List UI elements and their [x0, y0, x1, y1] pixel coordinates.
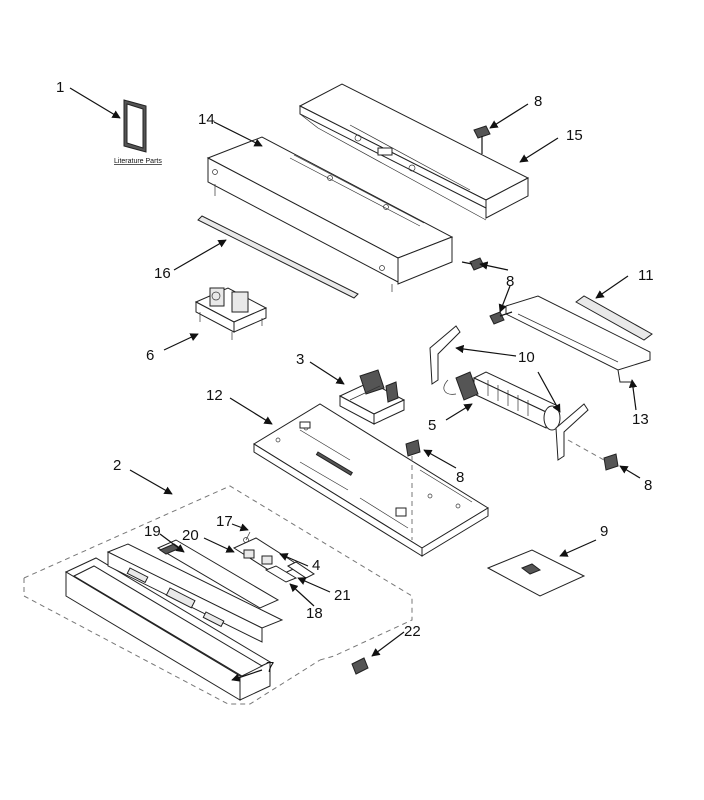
- callout-9: 9: [600, 523, 608, 540]
- callout-17: 17: [216, 513, 233, 530]
- callout-2: 2: [113, 457, 121, 474]
- part-9-pad[interactable]: [486, 549, 586, 597]
- leader-lines: [69, 87, 641, 682]
- part-15-cover[interactable]: [298, 83, 530, 221]
- part-7-panel[interactable]: [64, 557, 272, 701]
- part-10-brackets[interactable]: [429, 325, 589, 461]
- callout-8-fan: 8: [644, 477, 652, 494]
- callout-1: 1: [56, 79, 64, 96]
- callout-8-plate: 8: [456, 469, 464, 486]
- callout-12: 12: [206, 387, 223, 404]
- callout-11: 11: [638, 267, 654, 284]
- part-6-transformer[interactable]: [194, 287, 268, 340]
- callout-6: 6: [146, 347, 154, 364]
- callout-19: 19: [144, 523, 161, 540]
- screw-8-plate[interactable]: [405, 439, 421, 540]
- callout-7: 7: [266, 659, 274, 676]
- screw-8-fan[interactable]: [567, 439, 619, 471]
- control-board[interactable]: [106, 531, 315, 643]
- screw-8-top[interactable]: [473, 125, 491, 154]
- screw-8-bracket[interactable]: [489, 311, 513, 325]
- callout-20: 20: [182, 527, 199, 544]
- callout-labels: 1 2 3 4 5 6 7 8 8 8 8 9 10 11 12 13 14 1…: [56, 79, 654, 676]
- callout-5: 5: [428, 417, 436, 434]
- literature-parts[interactable]: Literature Parts: [114, 99, 162, 165]
- callout-8-top: 8: [534, 93, 542, 110]
- callout-18: 18: [306, 605, 323, 622]
- callout-4: 4: [312, 557, 320, 574]
- callout-15: 15: [566, 127, 583, 144]
- part-11-rail[interactable]: [575, 295, 653, 341]
- literature-label: Literature Parts: [114, 158, 162, 165]
- screw-22[interactable]: [351, 657, 369, 675]
- callout-3: 3: [296, 351, 304, 368]
- callout-13: 13: [632, 411, 649, 428]
- callout-8-mid: 8: [506, 273, 514, 290]
- part-12-baseplate[interactable]: [253, 403, 489, 557]
- part-16-strip[interactable]: [197, 215, 359, 299]
- callout-14: 14: [198, 111, 215, 128]
- part-14-chassis[interactable]: [206, 136, 454, 292]
- part-5-fan[interactable]: [443, 371, 561, 431]
- callout-22: 22: [404, 623, 421, 640]
- part-13-bracket[interactable]: [505, 295, 651, 383]
- callout-21: 21: [334, 587, 351, 604]
- callout-10: 10: [518, 349, 535, 366]
- callout-16: 16: [154, 265, 171, 282]
- part-3-bracket[interactable]: [338, 369, 406, 425]
- part-2-outline: [23, 485, 413, 705]
